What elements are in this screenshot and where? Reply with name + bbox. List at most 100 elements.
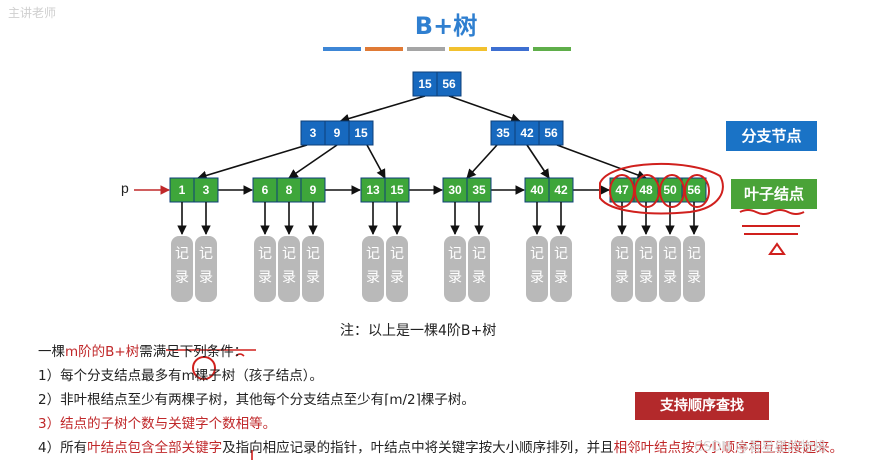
record-text: 记 [175, 246, 189, 262]
record-text: 录 [175, 270, 189, 286]
key-label: 15 [390, 183, 404, 197]
condition-1: 1）每个分支结点最多有m棵子树（孩子结点）。 [38, 368, 323, 384]
key-label: 15 [354, 126, 368, 140]
record-text: 录 [390, 270, 404, 286]
key-label: 6 [262, 183, 269, 197]
record-text: 记 [448, 246, 462, 262]
record-block [444, 236, 466, 302]
key-cell [490, 120, 516, 146]
color-bar-segment [449, 47, 487, 51]
record-text: 记 [282, 246, 296, 262]
key-cell [514, 120, 540, 146]
key-label: 47 [615, 183, 629, 197]
key-label: 3 [310, 126, 317, 140]
record-block [611, 236, 633, 302]
record-block [468, 236, 490, 302]
record-text: 记 [258, 246, 272, 262]
key-cell [384, 177, 410, 203]
key-label: 8 [286, 183, 293, 197]
color-bar-segment [407, 47, 445, 51]
key-label: 50 [663, 183, 677, 197]
key-cell [360, 177, 386, 203]
record-text: 记 [530, 246, 544, 262]
key-cell [169, 177, 195, 203]
record-text: 记 [306, 246, 320, 262]
record-text: 记 [687, 246, 701, 262]
tree-edges: p [121, 95, 647, 196]
record-block [302, 236, 324, 302]
key-label: 35 [496, 126, 510, 140]
edge-arrow [556, 144, 647, 180]
record-block [526, 236, 548, 302]
key-label: 56 [687, 183, 701, 197]
leaf-node: 13 15 [360, 177, 410, 203]
color-bar-segment [365, 47, 403, 51]
color-bar [323, 47, 571, 51]
key-label: 35 [472, 183, 486, 197]
condition-2: 2）非叶根结点至少有两棵子树，其他每个分支结点至少有⌈m/2⌉棵子树。 [38, 392, 475, 408]
record-block [195, 236, 217, 302]
record-text: 录 [554, 270, 568, 286]
record-text: 记 [472, 246, 486, 262]
record-text: 录 [282, 270, 296, 286]
color-bar-segment [323, 47, 361, 51]
key-cell [538, 120, 564, 146]
key-label: 9 [334, 126, 341, 140]
record-text: 录 [258, 270, 272, 286]
record-text: 录 [530, 270, 544, 286]
record-text: 录 [472, 270, 486, 286]
slide-title: B+树 [414, 12, 478, 40]
record-text: 记 [199, 246, 213, 262]
edge-arrow [197, 144, 308, 181]
edge-arrow [466, 144, 498, 179]
handwritten-marks [166, 162, 805, 460]
leaf-node: 40 42 [524, 177, 574, 203]
record-block [278, 236, 300, 302]
key-cell [548, 177, 574, 203]
record-block [683, 236, 705, 302]
color-bar-segment [491, 47, 529, 51]
m-order-highlight: m阶的B+树 [65, 344, 140, 360]
condition-4: 4）所有叶结点包含全部关键字及指向相应记录的指针，叶结点中将关键字按大小顺序排列… [38, 440, 844, 456]
edge-arrow [526, 144, 550, 179]
key-cell [276, 177, 302, 203]
record-text: 录 [663, 270, 677, 286]
pointer-p-label: p [121, 180, 129, 196]
key-cell [348, 120, 374, 146]
key-label: 3 [203, 183, 210, 197]
record-text: 录 [615, 270, 629, 286]
record-block [171, 236, 193, 302]
key-cell [300, 177, 326, 203]
branch-node: 3 9 15 [300, 120, 374, 146]
edge-arrow [339, 95, 426, 124]
conditions-intro: 一棵m阶的B+树需满足下列条件： [38, 344, 248, 360]
record-text: 录 [306, 270, 320, 286]
record-block [362, 236, 384, 302]
watermark-bottom-right: CSDN @看星星的物格 [694, 440, 827, 455]
key-label: 13 [366, 183, 380, 197]
key-label: 40 [530, 183, 544, 197]
record-text: 录 [199, 270, 213, 286]
record-text: 录 [448, 270, 462, 286]
record-block [659, 236, 681, 302]
key-label: 56 [442, 77, 456, 91]
key-label: 15 [418, 77, 432, 91]
color-bar-segment [533, 47, 571, 51]
record-text: 录 [366, 270, 380, 286]
branch-node-label: 分支节点 [726, 121, 817, 151]
edge-arrow [288, 144, 338, 179]
watermark-top-left: 主讲老师 [8, 6, 57, 20]
key-label: 42 [554, 183, 568, 197]
key-label: 48 [639, 183, 653, 197]
key-cell [442, 177, 468, 203]
record-block [550, 236, 572, 302]
key-label: 56 [544, 126, 558, 140]
record-text: 录 [639, 270, 653, 286]
condition-3: 3）结点的子树个数与关键字个数相等。 [38, 416, 277, 432]
